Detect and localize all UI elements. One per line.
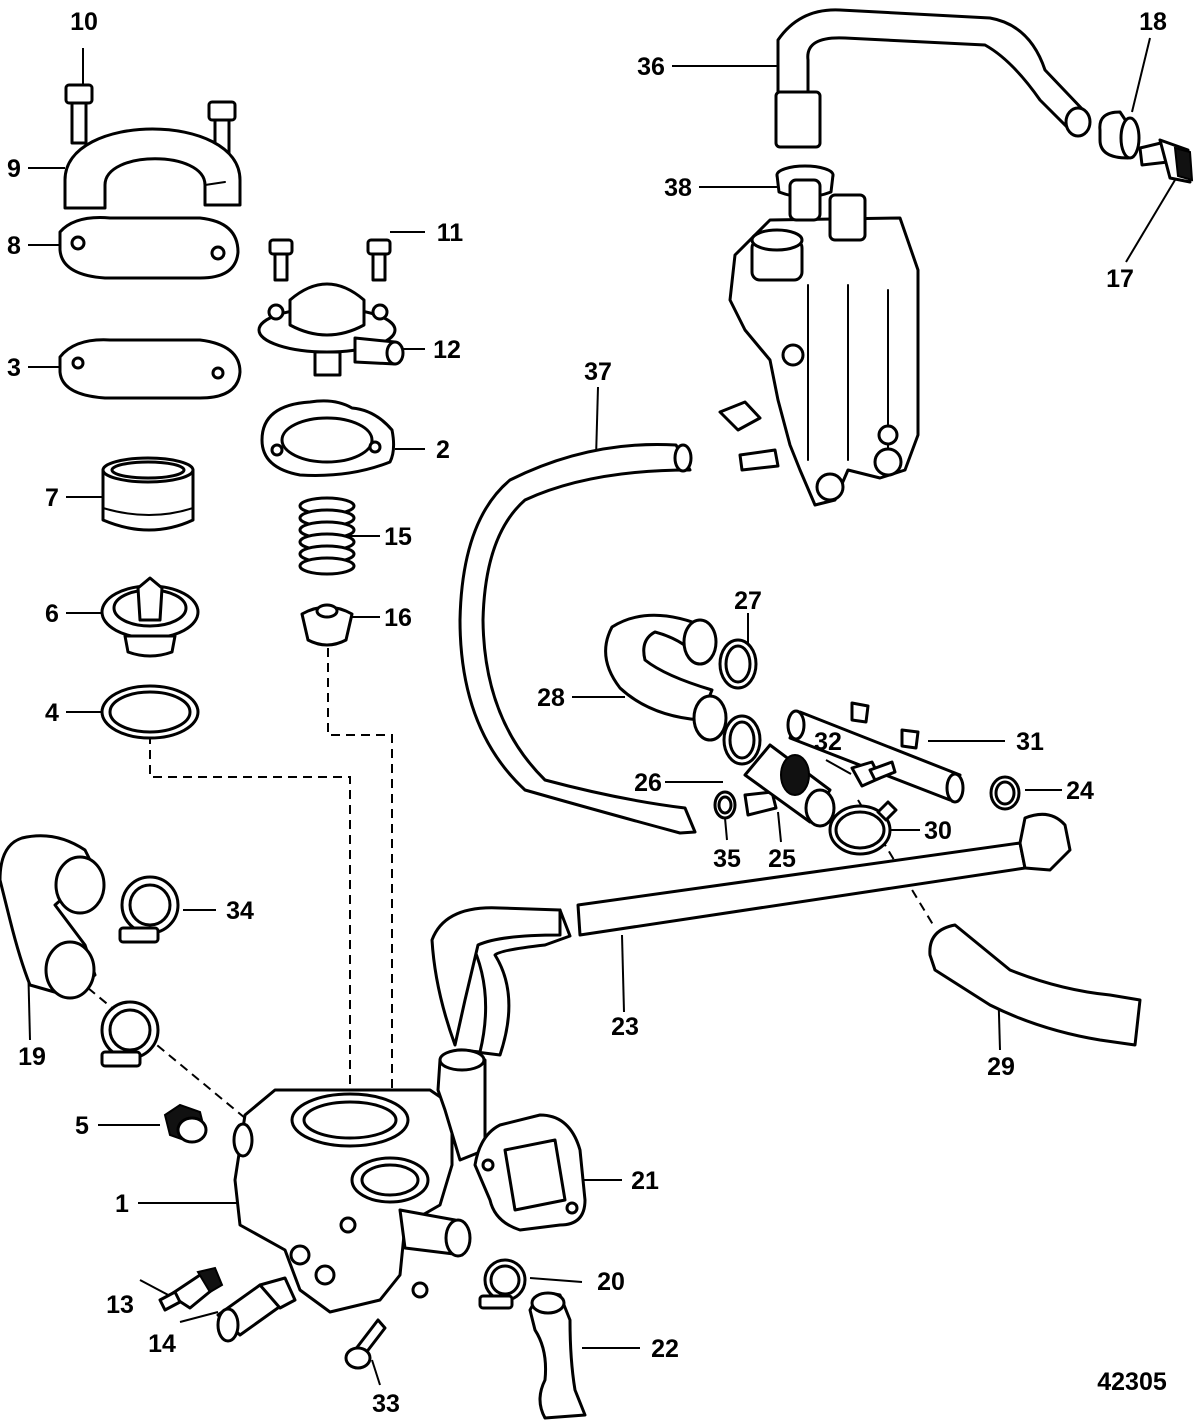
clamp-34 <box>118 875 180 944</box>
clamp-26 <box>722 714 762 766</box>
cover-plate-8 <box>58 216 240 280</box>
callout-8: 8 <box>7 232 21 260</box>
callout-2: 2 <box>436 436 450 464</box>
clamp-24 <box>989 775 1021 811</box>
callout-28: 28 <box>537 684 565 712</box>
hose-28 <box>604 613 728 742</box>
figure-number: 42305 <box>1097 1368 1167 1396</box>
bolt-32 <box>850 760 897 788</box>
elbow-hose-19 <box>0 834 106 1000</box>
callout-35: 35 <box>713 845 741 873</box>
callout-26: 26 <box>634 769 662 797</box>
callout-27: 27 <box>734 587 762 615</box>
callout-16: 16 <box>384 604 412 632</box>
clamp-20 <box>478 1258 527 1310</box>
spring-15 <box>298 496 356 576</box>
heat-exchanger-assembly <box>718 178 920 507</box>
callout-36: 36 <box>637 53 665 81</box>
callout-15: 15 <box>384 523 412 551</box>
hose-22 <box>528 1291 587 1420</box>
callout-38: 38 <box>664 174 692 202</box>
callout-12: 12 <box>433 336 461 364</box>
callout-17: 17 <box>1106 265 1134 293</box>
callout-20: 20 <box>597 1268 625 1296</box>
sensor-13 <box>158 1266 224 1312</box>
callout-23: 23 <box>611 1013 639 1041</box>
fitting-17 <box>1138 138 1194 184</box>
callout-1: 1 <box>115 1190 129 1218</box>
callout-32: 32 <box>814 728 842 756</box>
callout-14: 14 <box>148 1330 176 1358</box>
clamp-18 <box>1098 110 1141 160</box>
clamp-27 <box>718 638 758 690</box>
fitting-25 <box>743 743 836 828</box>
callout-33: 33 <box>372 1390 400 1418</box>
clamp-9 <box>63 127 242 210</box>
callout-7: 7 <box>45 484 59 512</box>
callout-labels: 10 9 8 3 7 6 4 11 12 2 15 16 36 18 38 17… <box>7 8 1167 1418</box>
bolt-33 <box>344 1318 387 1370</box>
callout-37: 37 <box>584 358 612 386</box>
callout-21: 21 <box>631 1167 659 1195</box>
callout-13: 13 <box>106 1291 134 1319</box>
clamp-35 <box>713 790 737 820</box>
callout-31: 31 <box>1016 728 1044 756</box>
hose-37 <box>458 442 697 835</box>
callout-10: 10 <box>70 8 98 36</box>
callout-29: 29 <box>987 1053 1015 1081</box>
clamp-30 <box>828 800 898 856</box>
callout-6: 6 <box>45 600 59 628</box>
callout-22: 22 <box>651 1335 679 1363</box>
gasket-21 <box>473 1113 587 1232</box>
callout-11: 11 <box>437 219 464 247</box>
callout-18: 18 <box>1139 8 1167 36</box>
hose-29 <box>928 923 1142 1047</box>
thermostat-6 <box>100 576 200 658</box>
housing-cover-12 <box>257 282 405 377</box>
valve-16 <box>300 603 354 647</box>
sensor-14 <box>216 1276 297 1343</box>
hose-36 <box>774 8 1092 149</box>
callout-4: 4 <box>45 699 59 727</box>
thermostat-housing-1 <box>232 1048 487 1314</box>
bolt-11 <box>268 238 392 282</box>
gasket-3 <box>58 338 242 400</box>
sleeve-7 <box>101 456 195 532</box>
plug-5 <box>163 1103 208 1144</box>
clamp-19b <box>100 1000 160 1068</box>
callout-24: 24 <box>1066 777 1094 805</box>
callout-5: 5 <box>75 1112 89 1140</box>
hose-23 <box>430 812 1072 1057</box>
gasket-2 <box>260 399 396 477</box>
callout-9: 9 <box>7 155 21 183</box>
o-ring-4 <box>100 684 200 740</box>
callout-25: 25 <box>768 845 796 873</box>
callout-34: 34 <box>226 897 254 925</box>
pipe-31 <box>786 701 965 804</box>
callout-3: 3 <box>7 354 21 382</box>
callout-19: 19 <box>18 1043 46 1071</box>
callout-30: 30 <box>924 817 952 845</box>
